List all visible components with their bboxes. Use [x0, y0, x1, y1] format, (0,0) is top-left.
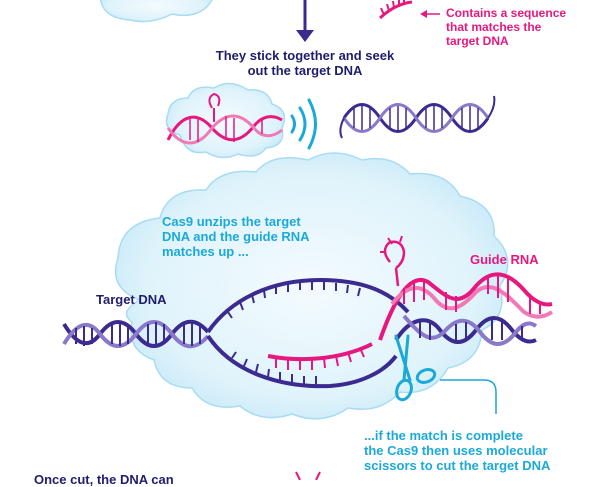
target-dna-label: Target DNA — [96, 292, 167, 307]
arrow-down-icon — [296, 0, 314, 42]
pink-note-line: Contains a sequence — [446, 6, 567, 20]
callout-line — [440, 379, 497, 414]
signal-waves-icon — [290, 98, 317, 150]
rna-strand-icon — [378, 0, 413, 20]
rna-strand-icon — [295, 471, 321, 480]
scissors-caption-line: ...if the match is complete — [364, 428, 523, 443]
dna-helix-icon — [206, 277, 410, 389]
unzip-caption: Cas9 unzips the target DNA and the guide… — [162, 214, 310, 259]
dna-helix-icon — [378, 235, 554, 346]
scissors-caption-line: the Cas9 then uses molecular — [364, 443, 548, 458]
cloud-icon — [99, 0, 213, 23]
scissors-caption-line: scissors to cut the target DNA — [364, 458, 551, 473]
unzip-caption-line: Cas9 unzips the target — [162, 214, 301, 229]
unzip-caption-line: DNA and the guide RNA — [162, 229, 310, 244]
stick-caption-line: out the target DNA — [247, 63, 363, 78]
guide-rna-label: Guide RNA — [470, 252, 539, 267]
stick-caption-line: They stick together and seek — [215, 48, 395, 63]
dna-helix-icon — [62, 319, 210, 349]
arrow-left-icon — [420, 10, 440, 18]
pink-note-line: that matches the — [446, 20, 542, 34]
unzip-caption-line: matches up ... — [162, 244, 249, 259]
dna-helix-icon — [339, 95, 496, 139]
pink-note-line: target DNA — [446, 34, 509, 48]
stick-caption: They stick together and seek out the tar… — [190, 48, 420, 78]
dna-helix-icon — [166, 92, 283, 145]
pink-note: Contains a sequence that matches the tar… — [446, 6, 566, 48]
scissors-caption: ...if the match is complete the Cas9 the… — [364, 428, 550, 473]
scissors-icon — [394, 334, 437, 402]
